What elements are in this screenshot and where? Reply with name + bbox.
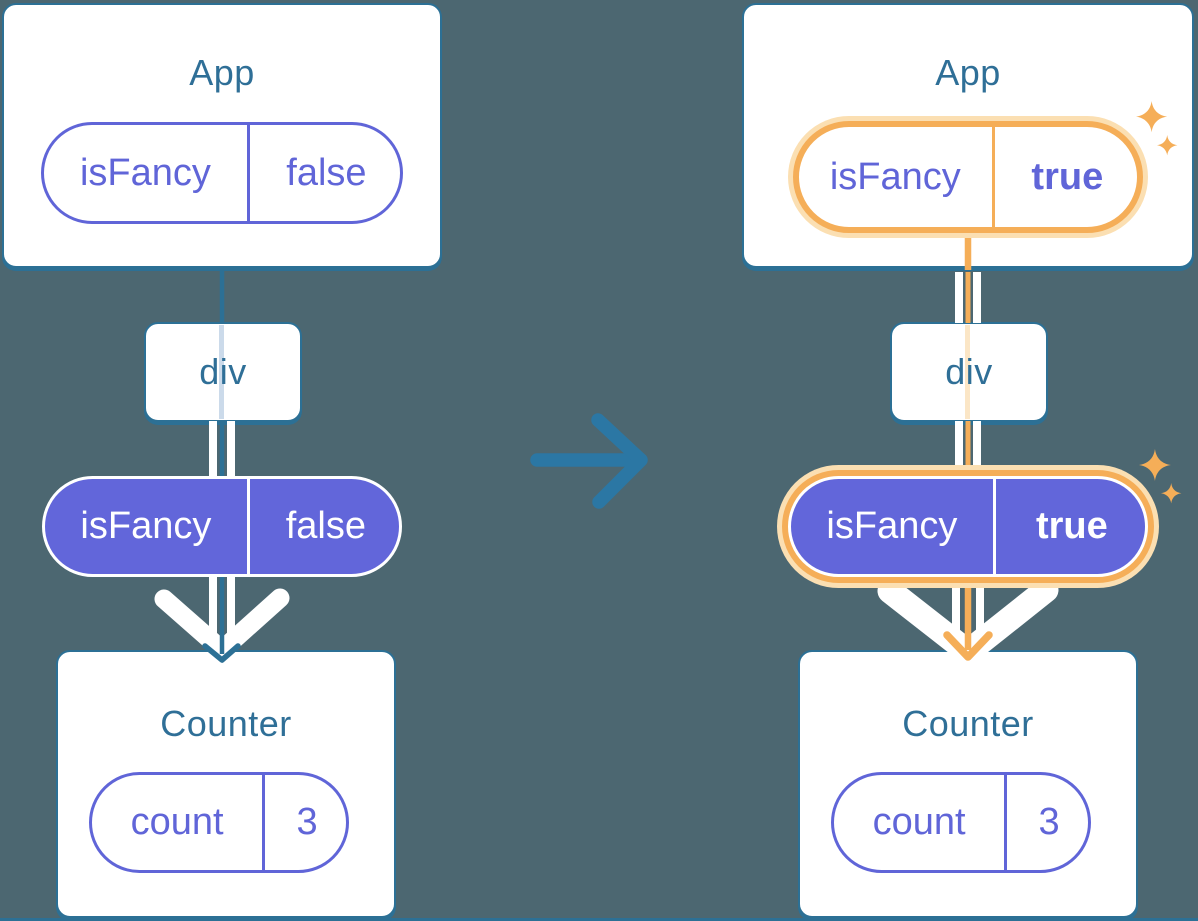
props-flow-chevron (877, 577, 1059, 665)
state-value: 3 (1004, 775, 1091, 870)
app-prop-pill: isFancy false (41, 122, 403, 224)
counter-title: Counter (160, 703, 292, 744)
div-title: div (199, 351, 247, 392)
right-arrow-icon (530, 413, 648, 509)
sparkle-icon (1161, 483, 1182, 504)
prop-value: false (246, 125, 403, 221)
edge-through-div (219, 325, 224, 419)
counter-state-pill: count 3 (831, 772, 1091, 873)
counter-title: Counter (902, 703, 1034, 744)
prop-name: isFancy (829, 155, 961, 198)
props-flow-chevron (154, 588, 290, 660)
bottom-edge-line (0, 918, 1198, 921)
state-name: count (130, 801, 224, 843)
counter-state-pill: count 3 (89, 772, 349, 873)
state-name: count (872, 801, 966, 843)
passed-prop-pill: isFancy false (42, 476, 402, 577)
edges-after (877, 230, 1059, 665)
state-value: 3 (262, 775, 349, 870)
passed-prop-pill-highlighted: isFancy true (788, 476, 1148, 577)
prop-value: true (992, 479, 1148, 574)
app-prop-pill-highlighted: isFancy true (793, 121, 1143, 233)
prop-name: isFancy (80, 505, 212, 547)
div-title: div (945, 351, 993, 392)
prop-name: isFancy (826, 505, 958, 547)
app-title: App (935, 52, 1001, 93)
app-title: App (189, 52, 255, 93)
prop-value: false (246, 479, 402, 574)
edge-through-div (965, 325, 970, 419)
prop-value: true (991, 127, 1140, 227)
sparkle-icon (1139, 449, 1171, 481)
prop-name: isFancy (79, 151, 211, 194)
